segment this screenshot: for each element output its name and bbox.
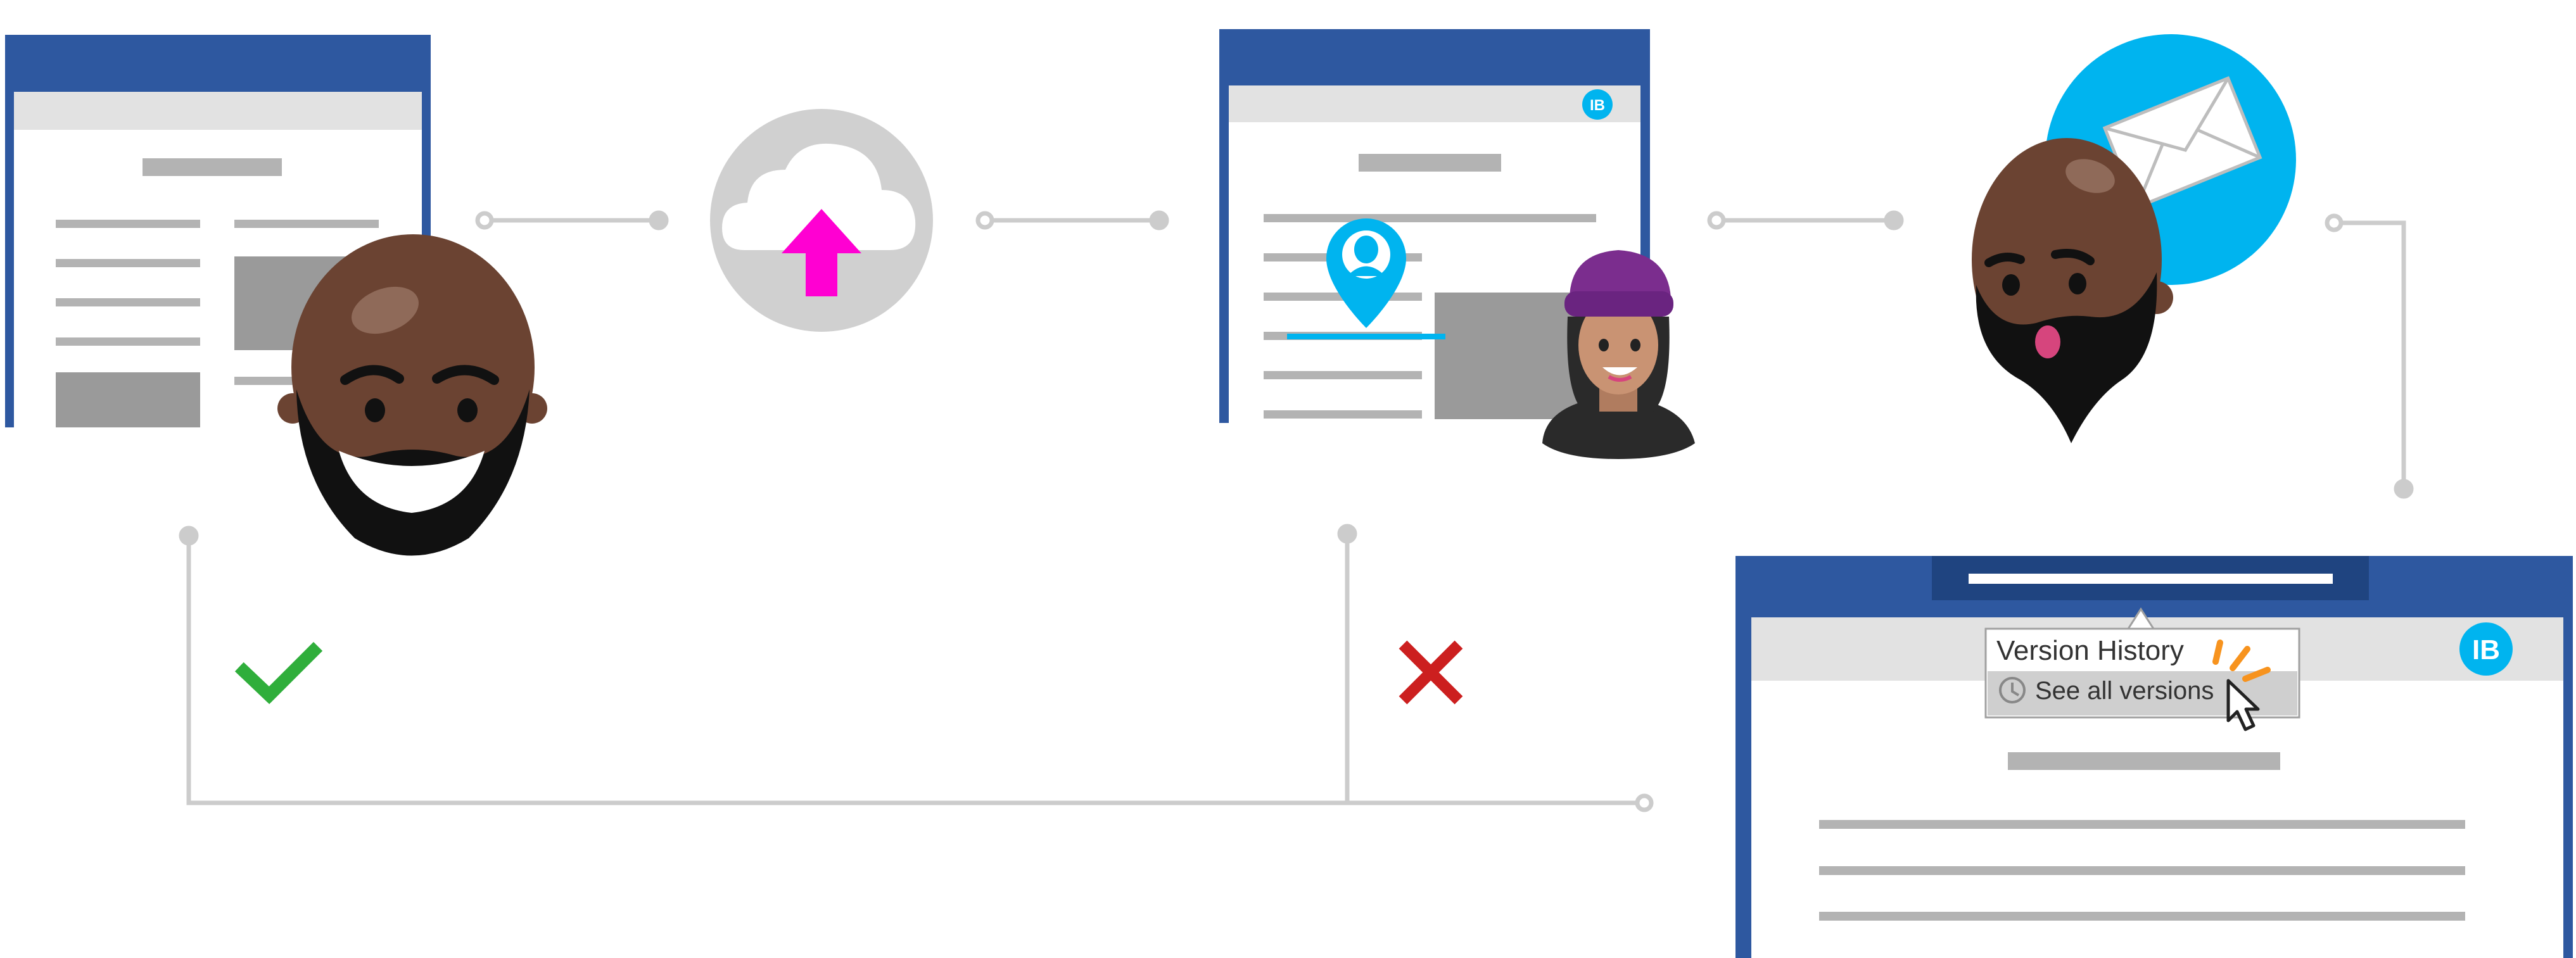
cloud-upload-icon xyxy=(710,109,933,332)
connector-node-open xyxy=(1635,793,1654,812)
connector-return-line xyxy=(186,537,1637,805)
user-badge[interactable]: IB xyxy=(2459,622,2513,676)
doc-heading-placeholder xyxy=(143,158,282,176)
click-spark-icon xyxy=(2212,640,2271,682)
happy-man-avatar xyxy=(277,234,547,556)
connector-node xyxy=(1337,524,1357,544)
flow-connectors xyxy=(179,210,2414,812)
doc-heading-placeholder xyxy=(2008,752,2280,770)
woman-avatar xyxy=(1542,250,1695,459)
version-history-window: IB Version History See all versions xyxy=(1735,556,2573,958)
cross-icon xyxy=(1399,640,1463,705)
checkmark-icon xyxy=(234,641,323,704)
version-history-title: Version History xyxy=(1996,635,2184,666)
connector-node xyxy=(649,210,669,230)
connector-node-open xyxy=(975,211,994,230)
user-badge-initials: IB xyxy=(1590,97,1605,114)
toolbar-bar xyxy=(14,92,422,130)
upload-arrow xyxy=(782,209,861,296)
doc-heading-placeholder xyxy=(1359,154,1501,172)
connector-email-to-history xyxy=(2340,220,2406,488)
see-all-versions-label: See all versions xyxy=(2035,677,2214,705)
mouse-pointer-icon xyxy=(2226,679,2260,731)
connector-node-open xyxy=(475,211,494,230)
toolbar-bar xyxy=(1229,85,1640,122)
surprised-man-avatar xyxy=(1972,138,2173,443)
connector-node-open xyxy=(1707,211,1726,230)
title-placeholder xyxy=(1969,574,2333,584)
history-clock-icon xyxy=(1999,677,2026,703)
user-badge-initials: IB xyxy=(2472,634,2500,665)
connector-node xyxy=(1884,210,1904,230)
image-placeholder xyxy=(56,372,200,427)
connector-node xyxy=(179,526,199,546)
text-line-placeholders xyxy=(1819,820,2465,921)
location-pin-icon xyxy=(1287,218,1445,339)
connector-node xyxy=(2394,479,2414,499)
connector-node xyxy=(1149,210,1169,230)
user-badge: IB xyxy=(1582,89,1613,120)
connector-node-open xyxy=(2325,213,2344,232)
